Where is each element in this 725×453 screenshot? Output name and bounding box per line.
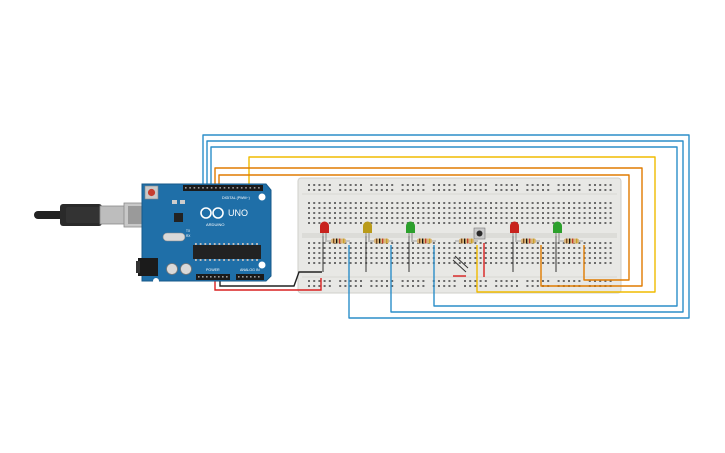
wire-black-gnd <box>219 271 322 287</box>
resistor[interactable] <box>370 238 393 244</box>
resistor[interactable] <box>455 238 478 244</box>
mounting-hole <box>258 193 266 201</box>
wire-yellow-1 <box>248 156 656 293</box>
rx-label: RX <box>186 234 191 238</box>
resistor[interactable] <box>327 238 350 244</box>
mounting-hole <box>153 278 159 284</box>
power-header[interactable] <box>196 274 230 280</box>
power-jack[interactable] <box>138 258 158 276</box>
wire-blue-3 <box>210 146 678 307</box>
wire-blue-2 <box>206 140 684 313</box>
wire-red-5v <box>214 278 322 291</box>
pushbutton[interactable] <box>473 227 486 240</box>
mounting-hole <box>258 261 266 269</box>
crystal <box>162 232 186 242</box>
atmega-chip <box>193 245 261 259</box>
led-green-1[interactable] <box>406 221 415 243</box>
arduino-logo-icon <box>200 207 224 219</box>
led-green-2[interactable] <box>553 221 562 243</box>
led-red-2[interactable] <box>510 221 519 243</box>
resistor[interactable] <box>413 238 436 244</box>
resistors <box>327 238 583 244</box>
reset-button[interactable] <box>144 185 159 200</box>
digital-header-label: DIGITAL (PWM~) <box>222 196 250 200</box>
wire-blue-1 <box>202 134 690 319</box>
arduino-model-label: UNO <box>228 208 248 218</box>
usb-cable[interactable] <box>34 202 157 228</box>
arduino-brand-label: ARDUINO <box>206 222 224 227</box>
arduino-uno-board[interactable]: ARDUINO UNO DIGITAL (PWM~) POWER ANALOG … <box>136 183 272 284</box>
breadboard[interactable] <box>297 177 622 294</box>
power-header-label: POWER <box>206 268 220 272</box>
wire-orange-1 <box>214 167 643 287</box>
breadboard-holes <box>308 184 612 287</box>
capacitor <box>166 263 178 275</box>
resistor[interactable] <box>560 238 583 244</box>
led-yellow[interactable] <box>363 221 372 243</box>
analog-header-label: ANALOG IN <box>240 268 260 272</box>
digital-header[interactable] <box>183 185 263 191</box>
wire-bundle <box>202 134 690 319</box>
resistor[interactable] <box>517 238 540 244</box>
led-red-1[interactable] <box>320 221 329 243</box>
capacitor <box>180 263 192 275</box>
wire-orange-2 <box>218 174 630 281</box>
tx-label: TX <box>186 229 191 233</box>
